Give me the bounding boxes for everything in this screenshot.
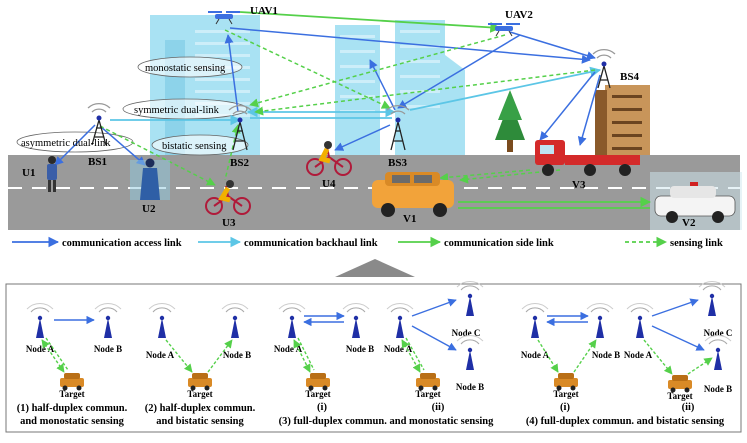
mode4i-node-b-antenna-icon (586, 303, 614, 338)
mode4ii-label-node-a: Node A (624, 350, 653, 360)
mode2-label-target: Target (187, 389, 212, 399)
label-uav2: UAV2 (505, 9, 533, 21)
mode1-label-node-a: Node A (26, 344, 55, 354)
expand-arrow-icon (335, 259, 415, 277)
mode4ii-node-a-antenna-icon (626, 303, 654, 338)
mode4i-node-a-antenna-icon (521, 303, 549, 338)
uav1-drone-icon (208, 11, 240, 25)
building-center-a (335, 25, 380, 160)
label-u2: U2 (142, 203, 156, 215)
label-bs2: BS2 (230, 157, 249, 169)
tower-bs3 (386, 104, 410, 151)
mode4ii-label-node-b: Node B (704, 384, 732, 394)
mode-captions: (1) half-duplex commun. and monostatic s… (17, 402, 725, 427)
mode3ii-node-b-antenna-icon (456, 335, 484, 370)
tower-bs1 (87, 102, 111, 146)
scene-links (54, 11, 652, 209)
label-u3: U3 (222, 217, 236, 229)
user-u4-cyclist-icon (306, 141, 352, 176)
mode3i-node-b-antenna-icon (342, 303, 370, 338)
mode3ii-node-a-antenna-icon (386, 303, 414, 338)
legend-label-backhaul: communication backhaul link (244, 238, 378, 249)
caption-mode4: (4) full-duplex commun. and bistatic sen… (526, 416, 725, 427)
uav2-drone-icon (488, 23, 520, 37)
mode4i-label-target: Target (553, 389, 578, 399)
mode4ii-node-b-antenna-icon (704, 335, 732, 370)
tower-bs4 (592, 48, 616, 89)
mode2-label-node-a: Node A (146, 350, 175, 360)
legend: communication access link communication … (12, 236, 723, 249)
mode1-label-target: Target (59, 389, 84, 399)
mode3ii-node-c-antenna-icon (456, 281, 484, 316)
label-uav1: UAV1 (250, 5, 278, 17)
annot-symmetric: symmetric dual-link (134, 105, 220, 116)
mode4i-label-node-a: Node A (521, 350, 550, 360)
mode4ii-label-target: Target (667, 391, 692, 401)
caption-mode3-sub-i: (i) (317, 402, 327, 413)
mode3i-node-a-antenna-icon (278, 303, 306, 338)
legend-label-sensing: sensing link (670, 238, 723, 249)
mode3i-target-car-icon (306, 373, 330, 391)
legend-label-side: communication side link (444, 238, 554, 249)
annot-bistatic: bistatic sensing (162, 141, 227, 152)
mode3ii-label-node-a: Node A (384, 344, 413, 354)
mode3ii-label-target: Target (415, 389, 440, 399)
modes-panel (5, 283, 742, 433)
tower-bs2 (228, 104, 252, 151)
label-v2: V2 (682, 217, 696, 229)
mode1-target-car-icon (60, 373, 84, 391)
label-bs4: BS4 (620, 71, 639, 83)
vehicle-v3-truck-icon (535, 140, 640, 176)
mode4ii-target-car-icon (668, 375, 692, 393)
mode1-label-node-b: Node B (94, 344, 122, 354)
label-bs3: BS3 (388, 157, 407, 169)
caption-mode1-line1: (1) half-duplex commun. (17, 403, 128, 414)
mode2-label-node-b: Node B (223, 350, 251, 360)
vehicle-v2-police-car-icon (654, 182, 736, 223)
label-u1: U1 (22, 167, 35, 179)
caption-mode2-line1: (2) half-duplex commun. (145, 403, 256, 414)
mode1-node-b-antenna-icon (94, 303, 122, 338)
legend-label-access: communication access link (62, 238, 182, 249)
caption-mode4-sub-i: (i) (560, 402, 570, 413)
caption-mode4-sub-ii: (ii) (682, 402, 695, 413)
user-u3-cyclist-icon (205, 180, 251, 215)
ellipse-bistatic (151, 134, 249, 156)
mode3i-label-node-b: Node B (346, 344, 374, 354)
label-bs1: BS1 (88, 156, 107, 168)
label-u4: U4 (322, 178, 336, 190)
mode4i-target-car-icon (554, 373, 578, 391)
user-u1-person-icon (47, 156, 57, 192)
mode2-node-b-antenna-icon (221, 303, 249, 338)
mode2-target-car-icon (188, 373, 212, 391)
caption-mode3-sub-ii: (ii) (432, 402, 445, 413)
annot-asymmetric: asymmetric dual-link (21, 138, 111, 149)
scene-labels: UAV1 UAV2 BS1 BS2 BS3 BS4 U1 U2 U3 U4 V1… (21, 5, 696, 229)
mode3i-label-target: Target (305, 389, 330, 399)
mode4i-label-node-b: Node B (592, 350, 620, 360)
mode3ii-label-node-b: Node B (456, 382, 484, 392)
modes-diagrams: Node A Node B Target Node A Node B Target Node… (26, 281, 733, 401)
mode3i-label-node-a: Node A (274, 344, 303, 354)
mode2-node-a-antenna-icon (148, 303, 176, 338)
mode3ii-target-car-icon (416, 373, 440, 391)
mode4ii-node-c-antenna-icon (698, 281, 726, 316)
annot-monostatic: monostatic sensing (145, 63, 226, 74)
caption-mode3: (3) full-duplex commun. and monostatic s… (279, 416, 494, 427)
mode1-node-a-antenna-icon (26, 303, 54, 338)
ellipse-monostatic (137, 56, 243, 78)
label-v3: V3 (572, 179, 586, 191)
caption-mode1-line2: and monostatic sensing (20, 416, 125, 427)
caption-mode2-line2: and bistatic sensing (156, 416, 244, 427)
mode4ii-label-node-c: Node C (704, 328, 733, 338)
label-v1: V1 (403, 213, 416, 225)
vehicle-v1-car-icon (372, 172, 454, 217)
mode3ii-label-node-c: Node C (452, 328, 481, 338)
user-u2-person-icon (130, 158, 170, 200)
